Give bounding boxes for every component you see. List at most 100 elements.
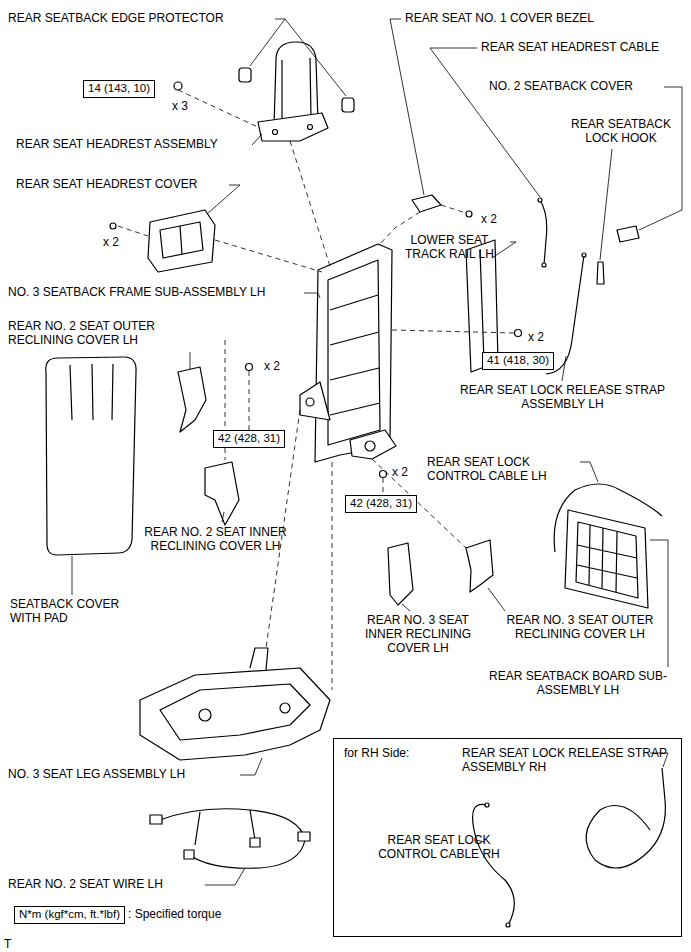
part-drawing bbox=[306, 398, 314, 406]
part-drawing bbox=[205, 462, 239, 525]
part-drawing bbox=[582, 253, 586, 257]
quantity-mark: x 2 bbox=[264, 360, 280, 374]
leader-line bbox=[250, 19, 285, 66]
leader-line bbox=[304, 293, 320, 298]
part-name: REAR SEATBACK BOARD SUB-ASSEMBLY LH bbox=[488, 670, 668, 698]
part-drawing bbox=[542, 263, 546, 267]
part-name: REAR SEAT HEADREST COVER bbox=[16, 178, 197, 192]
part-drawing bbox=[160, 684, 310, 740]
torque-value: 41 (418, 30) bbox=[487, 354, 549, 366]
part-drawing bbox=[330, 403, 380, 415]
leader-line bbox=[580, 462, 598, 482]
torque-unit-box: N*m (kgf*cm, ft.*lbf) bbox=[14, 906, 125, 924]
leader-line bbox=[222, 512, 224, 522]
part-drawing bbox=[466, 211, 472, 217]
torque-box: 42 (428, 31) bbox=[345, 495, 417, 513]
part-drawing bbox=[300, 382, 330, 420]
dashed-guide bbox=[290, 141, 330, 266]
quantity-mark: x 2 bbox=[103, 236, 119, 250]
part-drawing bbox=[577, 525, 637, 592]
leader-line bbox=[600, 149, 612, 260]
part-name: REAR SEAT LOCK RELEASE STRAP ASSEMBLY LH bbox=[460, 384, 665, 412]
leader-line bbox=[72, 556, 73, 595]
part-drawing bbox=[273, 130, 278, 135]
leader-line bbox=[488, 588, 505, 611]
part-drawing bbox=[565, 510, 648, 608]
part-drawing bbox=[480, 250, 484, 362]
part-drawing bbox=[586, 768, 665, 868]
leader-line bbox=[252, 134, 262, 145]
torque-unit: N*m (kgf*cm, ft.*lbf) bbox=[19, 908, 120, 920]
leader-line bbox=[285, 19, 346, 96]
dashed-guide bbox=[249, 371, 250, 430]
part-drawing bbox=[315, 244, 392, 462]
part-name: REAR SEAT NO. 1 COVER BEZEL bbox=[405, 12, 594, 26]
part-name: LOWER SEAT TRACK RAIL LH bbox=[392, 234, 507, 262]
leader-line bbox=[639, 87, 682, 230]
dashed-guide bbox=[332, 462, 333, 690]
leader-line bbox=[430, 48, 540, 197]
part-drawing bbox=[110, 223, 116, 229]
leader-line bbox=[402, 604, 410, 611]
part-name: REAR SEAT HEADREST ASSEMBLY bbox=[16, 138, 218, 152]
leader-line bbox=[190, 352, 191, 369]
part-drawing bbox=[298, 832, 310, 841]
part-drawing bbox=[365, 441, 375, 451]
leader-line bbox=[562, 356, 566, 381]
part-name: REAR NO. 2 SEAT OUTER RECLINING COVER LH bbox=[8, 320, 208, 348]
part-drawing bbox=[150, 815, 162, 824]
part-drawing bbox=[174, 82, 182, 90]
part-drawing bbox=[485, 803, 489, 807]
part-drawing bbox=[281, 60, 282, 120]
part-name: REAR SEAT LOCK RELEASE STRAP ASSEMBLY RH bbox=[462, 747, 667, 775]
dashed-guide bbox=[441, 205, 466, 213]
part-name: REAR NO. 3 SEAT INNER RECLINING COVER LH bbox=[350, 614, 486, 655]
part-drawing bbox=[515, 330, 522, 337]
part-drawing bbox=[310, 58, 311, 118]
part-drawing bbox=[466, 540, 493, 592]
torque-value: 14 (143, 10) bbox=[88, 82, 150, 94]
part-drawing bbox=[342, 98, 354, 112]
part-drawing bbox=[199, 709, 211, 721]
part-drawing bbox=[246, 364, 253, 371]
part-drawing bbox=[330, 332, 379, 345]
dashed-guide bbox=[392, 330, 514, 333]
part-drawing bbox=[274, 42, 318, 126]
part-drawing bbox=[506, 923, 510, 927]
part-drawing bbox=[576, 522, 638, 598]
part-drawing bbox=[46, 42, 666, 927]
part-drawing bbox=[388, 543, 413, 605]
torque-value: 42 (428, 31) bbox=[218, 432, 280, 444]
figure-code: T bbox=[4, 938, 11, 952]
leader-line bbox=[205, 868, 245, 885]
quantity-mark: x 2 bbox=[528, 331, 544, 345]
part-name: NO. 2 SEATBACK COVER bbox=[489, 80, 633, 94]
part-name: REAR SEAT LOCK CONTROL CABLE RH bbox=[364, 834, 514, 862]
leader-line bbox=[492, 242, 516, 258]
part-name: REAR SEAT HEADREST CABLE bbox=[481, 41, 659, 55]
dashed-guide bbox=[118, 226, 148, 236]
part-drawing bbox=[280, 703, 290, 713]
dashed-guide bbox=[215, 240, 322, 272]
leader-line bbox=[207, 185, 240, 214]
part-name: : Specified torque bbox=[128, 908, 221, 922]
leader-line bbox=[240, 758, 262, 775]
dashed-guide bbox=[178, 90, 260, 128]
torque-box: 42 (428, 31) bbox=[213, 430, 285, 448]
part-drawing bbox=[258, 113, 328, 141]
part-drawing bbox=[250, 648, 268, 670]
part-drawing bbox=[412, 195, 441, 212]
part-drawing bbox=[178, 367, 206, 432]
quantity-mark: x 2 bbox=[392, 466, 408, 480]
part-name: NO. 3 SEAT LEG ASSEMBLY LH bbox=[8, 768, 185, 782]
part-drawing bbox=[328, 260, 380, 445]
part-name: REAR SEAT LOCK CONTROL CABLE LH bbox=[427, 456, 577, 484]
part-drawing bbox=[538, 198, 542, 202]
part-name: SEATBACK COVER WITH PAD bbox=[10, 598, 145, 626]
torque-box: 14 (143, 10) bbox=[83, 80, 155, 98]
leader-line bbox=[390, 19, 424, 195]
part-drawing bbox=[308, 125, 313, 130]
part-drawing bbox=[70, 364, 113, 420]
part-drawing bbox=[184, 850, 194, 859]
torque-value: 42 (428, 31) bbox=[350, 497, 412, 509]
